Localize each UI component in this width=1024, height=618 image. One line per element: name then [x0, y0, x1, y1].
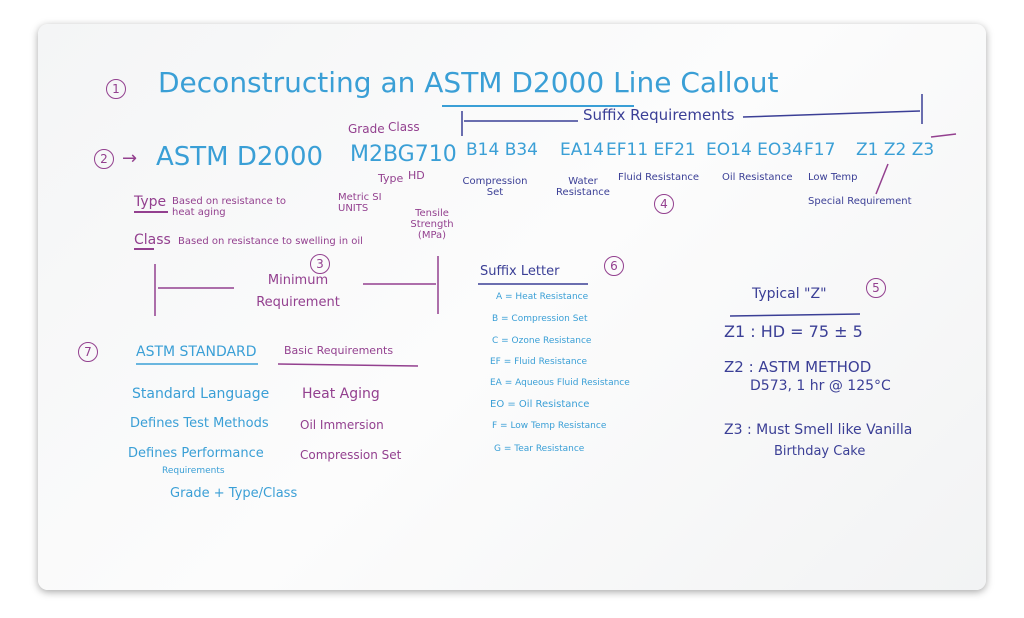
type-label: Type [378, 172, 404, 185]
suffix-letter-item: EA = Aqueous Fluid Resistance [490, 378, 630, 388]
suffix-letter-item: B = Compression Set [492, 314, 588, 324]
suffix-letter-item: A = Heat Resistance [496, 292, 589, 302]
page-title: Deconstructing an ASTM D2000 Line Callou… [158, 66, 779, 99]
basic-requirements-header: Basic Requirements [284, 344, 394, 357]
typical-z3-detail: Birthday Cake [774, 444, 866, 459]
astm-standard-item: Defines Test Methods [130, 416, 269, 431]
step-3-marker: 3 [310, 254, 330, 274]
typical-z2-detail: D573, 1 hr @ 125°C [750, 378, 891, 394]
step-1-marker: 1 [106, 79, 126, 99]
callout-code: M2BG710 [350, 142, 457, 167]
step-5-marker: 5 [866, 278, 886, 298]
suffix-label-compression: Compression Set [462, 176, 528, 198]
astm-standard-item: Standard Language [132, 386, 270, 402]
basic-requirement-item: Heat Aging [302, 386, 380, 402]
astm-standard-item: Grade + Type/Class [170, 486, 298, 501]
suffix-letter-header: Suffix Letter [480, 264, 560, 279]
tensile-label: Tensile Strength (MPa) [410, 208, 454, 241]
suffix-codes-ef: EF11 EF21 [606, 140, 696, 160]
suffix-letter-item: F = Low Temp Resistance [492, 421, 607, 431]
suffix-label-water: Water Resistance [556, 176, 610, 198]
suffix-label-special: Special Requirement [808, 196, 912, 207]
class-term: Class [134, 232, 171, 248]
suffix-label-fluid: Fluid Resistance [618, 172, 700, 183]
whiteboard-lines [134, 94, 957, 367]
grade-label: Grade [348, 122, 385, 136]
suffix-label-oil: Oil Resistance [722, 172, 793, 183]
whiteboard: 1 Deconstructing an ASTM D2000 Line Call… [38, 24, 986, 590]
typical-z3: Z3 : Must Smell like Vanilla [724, 422, 913, 438]
typical-z2: Z2 : ASTM METHOD [724, 358, 872, 376]
basic-requirement-item: Compression Set [300, 448, 402, 462]
suffix-label-lowtemp: Low Temp [808, 172, 858, 183]
astm-standard-item: Defines Performance [128, 446, 264, 461]
type-term: Type [134, 194, 167, 210]
suffix-codes-b: B14 B34 [466, 140, 538, 160]
basic-requirement-item: Oil Immersion [300, 418, 384, 432]
suffix-header: Suffix Requirements [583, 106, 735, 124]
astm-standard-header: ASTM STANDARD [136, 344, 257, 360]
suffix-codes-f: F17 [804, 140, 836, 160]
suffix-codes-eo: EO14 EO34 [706, 140, 803, 160]
suffix-letter-item: G = Tear Resistance [494, 444, 585, 454]
class-definition: Based on resistance to swelling in oil [178, 236, 363, 247]
class-label: Class [388, 120, 420, 134]
step-7-marker: 7 [78, 342, 98, 362]
suffix-letter-item: EO = Oil Resistance [490, 399, 590, 410]
step-4-marker: 4 [654, 194, 674, 214]
hd-label: HD [408, 169, 425, 182]
step-2-marker: 2 [94, 149, 114, 169]
metric-label: Metric SI UNITS [338, 192, 382, 214]
suffix-codes-z: Z1 Z2 Z3 [856, 140, 935, 160]
typical-z-header: Typical "Z" [752, 286, 827, 302]
arrow-right-icon: → [122, 148, 138, 169]
suffix-codes-ea: EA14 [560, 140, 605, 160]
step-6-marker: 6 [604, 256, 624, 276]
type-definition: Based on resistance to heat aging [172, 196, 287, 218]
suffix-letter-item: C = Ozone Resistance [492, 336, 592, 346]
astm-standard-item: Requirements [162, 466, 225, 476]
minimum-requirement: Minimum Requirement [256, 273, 340, 310]
suffix-letter-item: EF = Fluid Resistance [490, 357, 588, 367]
callout-prefix: ASTM D2000 [156, 142, 324, 172]
typical-z1: Z1 : HD = 75 ± 5 [724, 322, 863, 341]
